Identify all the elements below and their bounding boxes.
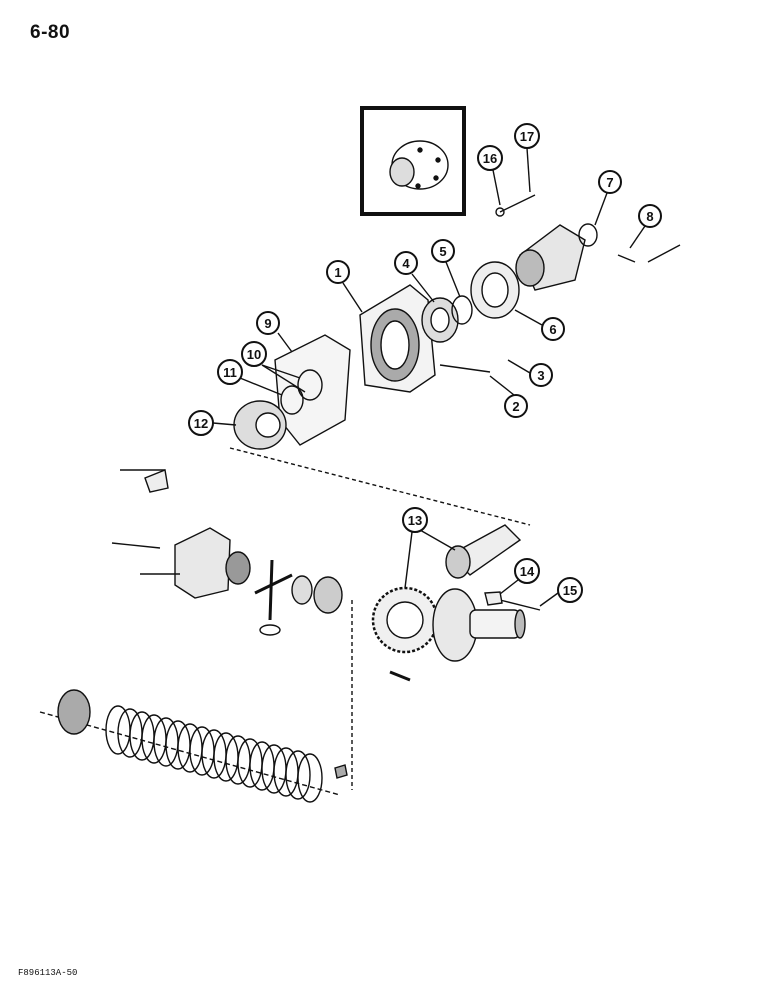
svg-text:16: 16 [483, 151, 497, 166]
svg-text:11: 11 [223, 365, 237, 380]
callout-14: 14 [499, 558, 540, 595]
svg-text:13: 13 [408, 513, 422, 528]
upper-assembly [229, 194, 681, 526]
callout-7: 7 [594, 170, 622, 226]
callout-17: 17 [514, 123, 540, 193]
callout-1: 1 [326, 260, 363, 313]
inset-detail [360, 106, 466, 216]
callout-16: 16 [477, 145, 503, 206]
figure-code: F896113A-50 [18, 968, 78, 978]
svg-text:17: 17 [520, 129, 534, 144]
middle-assembly [111, 469, 541, 682]
callout-2: 2 [489, 375, 528, 418]
lower-assembly [39, 600, 353, 803]
callout-13: 13 [402, 507, 456, 589]
callout-5: 5 [431, 239, 461, 298]
svg-text:3: 3 [537, 368, 544, 383]
svg-text:4: 4 [402, 256, 410, 271]
callout-3: 3 [507, 359, 553, 387]
callouts: 1 2 3 4 5 6 7 [188, 123, 662, 607]
callout-15: 15 [539, 577, 583, 607]
svg-text:9: 9 [264, 316, 271, 331]
svg-text:15: 15 [563, 583, 577, 598]
svg-text:12: 12 [194, 416, 208, 431]
svg-text:10: 10 [247, 347, 261, 362]
callout-11: 11 [217, 359, 283, 396]
svg-text:6: 6 [549, 322, 556, 337]
svg-text:2: 2 [512, 399, 519, 414]
callout-4: 4 [394, 251, 435, 303]
callout-10: 10 [241, 341, 306, 393]
svg-text:8: 8 [646, 209, 653, 224]
callout-8: 8 [629, 204, 662, 249]
svg-text:1: 1 [334, 265, 341, 280]
callout-9: 9 [256, 311, 293, 353]
svg-text:14: 14 [520, 564, 535, 579]
page-number: 6-80 [30, 22, 71, 43]
callout-12: 12 [188, 410, 237, 436]
svg-text:7: 7 [606, 175, 613, 190]
svg-text:5: 5 [439, 244, 446, 259]
callout-6: 6 [514, 309, 565, 341]
